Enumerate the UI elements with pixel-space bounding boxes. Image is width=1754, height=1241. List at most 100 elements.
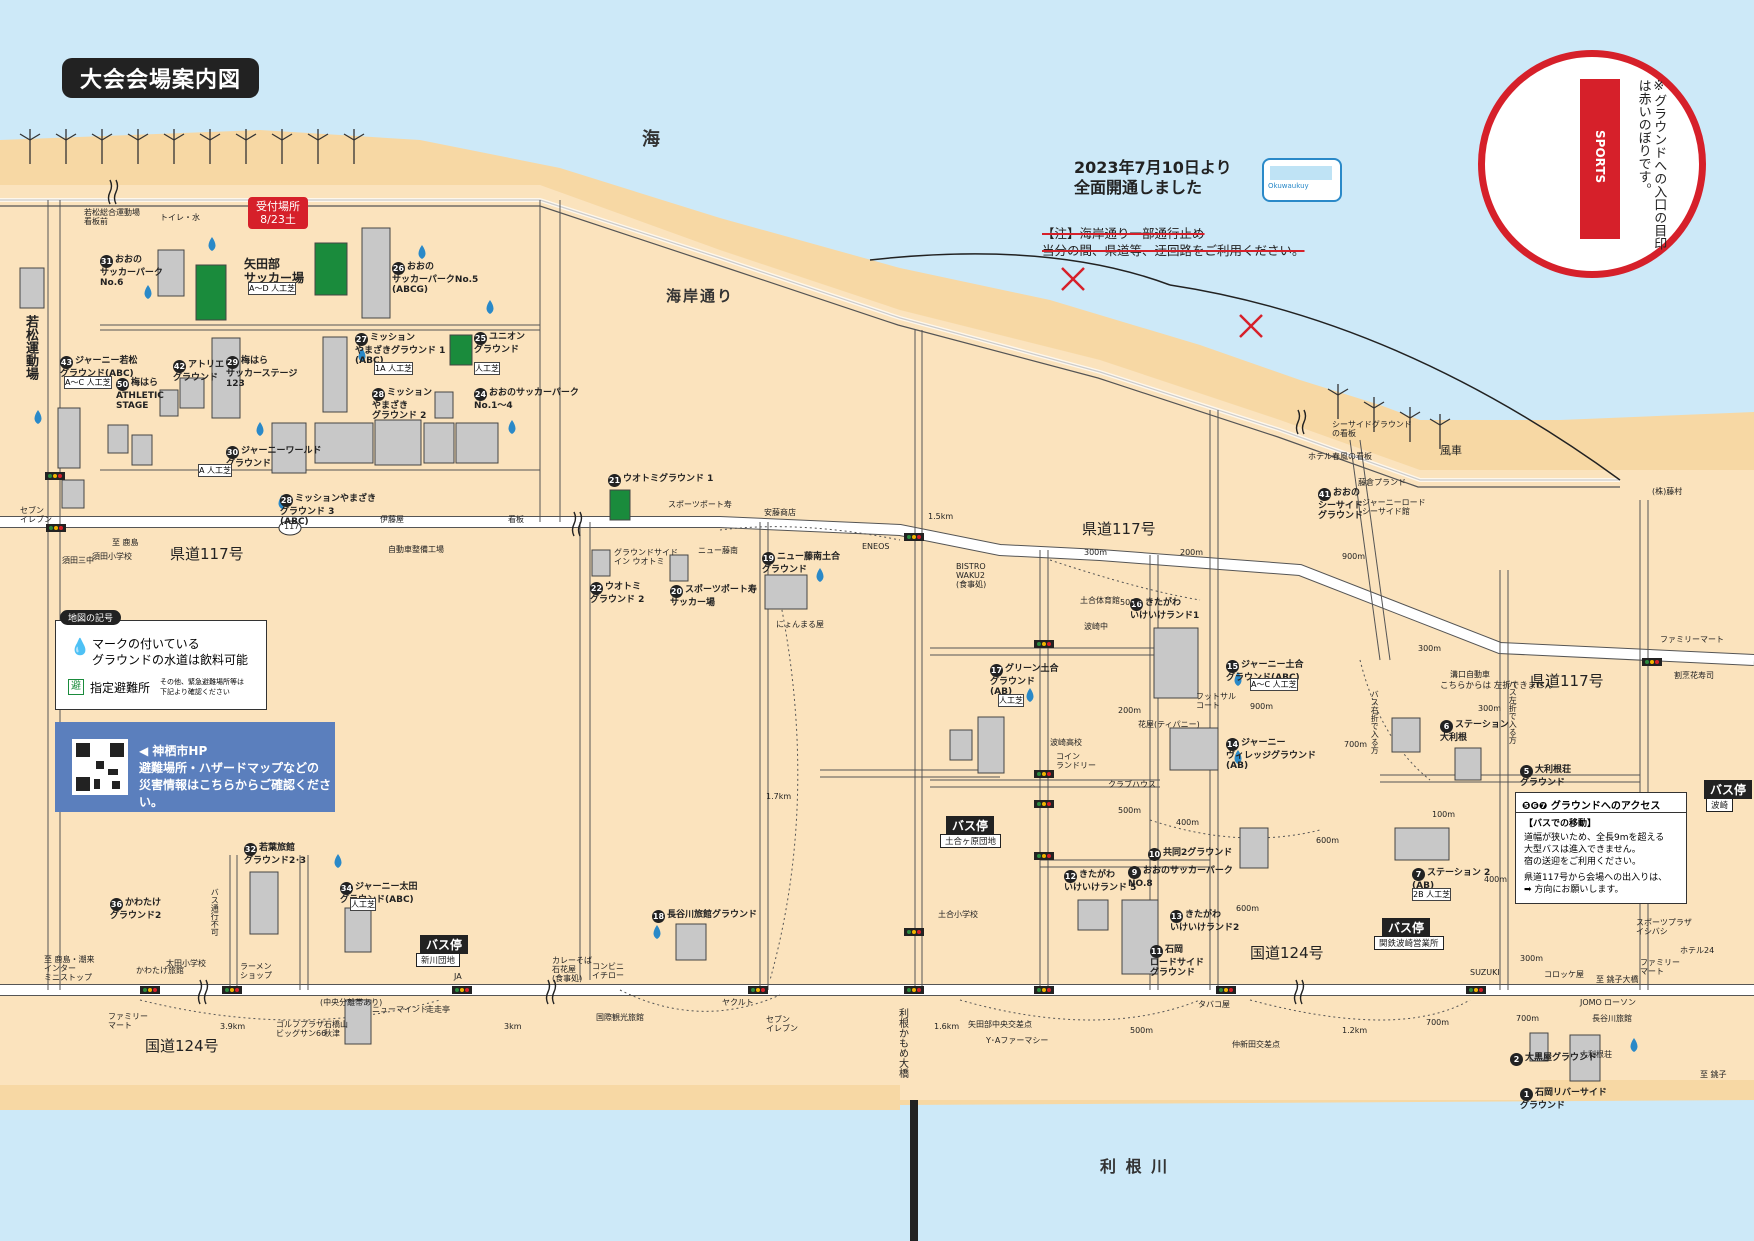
place-label: ヤクルト [722, 998, 754, 1007]
venue-number-badge: 10 [1148, 848, 1161, 861]
closed-road-marker-1 [1061, 267, 1085, 291]
place-label: かわたけ旅館 [136, 966, 184, 975]
venue-number-badge: 6 [1440, 720, 1453, 733]
place-label: 仲新田交差点 [1232, 1040, 1280, 1049]
venue-number-badge: 7 [1412, 868, 1425, 881]
place-label: グラウンドサイド イン ウオトミ [614, 548, 678, 567]
place-label: 大利根荘 [1580, 1050, 1612, 1059]
venue-name: ウオトミ グラウンド 2 [590, 582, 645, 605]
venue-name: ミッション やまざき グラウンド 2 [372, 388, 433, 422]
venue-name: きたがわ いけいけランド1 [1130, 598, 1200, 621]
red-banner: SPORTS MANAGEMENT [1553, 79, 1620, 239]
pref-117-mid-label: 県道117号 [1082, 520, 1156, 538]
place-label: 波崎高校 [1050, 738, 1082, 747]
city-hp-box[interactable]: ◀ 神栖市HP 避難場所・ハザードマップなどの 災害情報はこちらからご確認くださ… [55, 722, 335, 812]
venue-name: ミッションやまざき グラウンド 3 (ABC) [280, 494, 377, 528]
place-label: 太田小学校 [166, 959, 206, 968]
pref-117-east-label: 県道117号 [1530, 672, 1604, 690]
access-line-1: 【バスでの移動】 [1524, 819, 1597, 829]
route-117-number: 117 [284, 522, 300, 531]
venue-name: ウオトミグラウンド 1 [623, 474, 714, 484]
sports-flag-sign: SPORTS MANAGEMENT ※グラウンドへの入口の目印は赤いのぼりです。 [1478, 50, 1706, 278]
windmill-icon [19, 129, 1451, 449]
distance-label: 200m [1118, 706, 1142, 715]
bus-stop-shinkawa: バス停 [420, 935, 469, 954]
place-label: 長谷川旅館 [1592, 1014, 1632, 1023]
venue-name: ジャーニー ヴィレッジグラウンド (AB) [1226, 738, 1317, 772]
venue-number-badge: 15 [1226, 660, 1239, 673]
traffic-light-icon [45, 472, 1662, 994]
place-label: SUZUKI [1470, 968, 1500, 977]
place-label: JOMO [1580, 998, 1602, 1007]
venue-number-badge: 28 [280, 494, 293, 507]
distance-label: 300m [1478, 704, 1502, 713]
distance-label: 900m [1250, 702, 1274, 711]
place-label: 至 銚子 [1700, 1070, 1727, 1079]
qr-code-icon[interactable] [72, 739, 128, 795]
venue-number-badge: 1 [1520, 1088, 1533, 1101]
bus-stop-kantetsu: バス停 [1382, 918, 1431, 937]
note-median: (中央分離帯あり) [320, 998, 383, 1007]
venue-number-badge: 19 [762, 552, 775, 565]
bus-stop-doai: バス停 [946, 816, 995, 835]
place-label: ニューマインド [372, 1005, 428, 1014]
distance-label: 1.2km [1342, 1026, 1368, 1035]
place-label: 自動車整備工場 [388, 545, 444, 554]
warning-line-1: 【注】海岸通り一部通行止め [1042, 226, 1205, 241]
note-bus-none: バス通行不可 [210, 888, 220, 936]
bus-stop-hasaki: バス停 [1704, 780, 1753, 799]
venue-number-badge: 9 [1128, 866, 1141, 879]
badge-yatabe: A～D 人工芝 [248, 282, 297, 295]
venue-name: 長谷川旅館グラウンド [667, 910, 758, 920]
note-turn-left: こちらからは 左折できません [1440, 681, 1553, 691]
venue-name: おおのサッカーパーク No.1～4 [474, 388, 579, 411]
place-label: ホテル24 [1680, 946, 1715, 955]
venue-name: 若葉旅館 グラウンド2･3 [244, 843, 307, 866]
venue-name: アトリエ グラウンド [173, 360, 225, 383]
venue-name: おおのサッカーパーク NO.8 [1128, 866, 1233, 889]
venue-number-badge: 42 [173, 360, 186, 373]
distance-label: 300m [1418, 644, 1442, 653]
route-117-marker [278, 520, 302, 536]
reopening-notice: 2023年7月10日より 全面開通しました [1074, 158, 1232, 198]
venue-number-badge: 30 [226, 446, 239, 459]
distance-label: 300m [1520, 954, 1544, 963]
distance-label: 600m [1236, 904, 1260, 913]
venue-number-badge: 41 [1318, 488, 1331, 501]
distance-label: 200m [1180, 548, 1204, 557]
place-label: スポーツプラザ イシバシ [1636, 918, 1692, 937]
legend-shelter: 指定避難所 [90, 681, 151, 695]
distance-label: 1.6km [934, 1022, 960, 1031]
windmill-label: 風車 [1440, 444, 1462, 457]
place-label: トイレ・水 [160, 213, 200, 222]
venue-number-badge: 28 [372, 388, 385, 401]
water-drop-icon [34, 237, 1638, 1052]
venue-number-badge: 20 [670, 585, 683, 598]
venue-name: スポーツポート寿 サッカー場 [670, 585, 757, 608]
tone-river-label: 利 根 川 [1100, 1157, 1170, 1176]
badge-43: A～C 人工芝 [64, 376, 112, 389]
place-label: ラーメン ショップ [240, 962, 272, 981]
legend-water-2: グラウンドの水道は飲料可能 [92, 653, 249, 667]
place-label: 須田小学校 [92, 552, 132, 561]
place-label: (株)藤村 [1652, 487, 1683, 496]
coast-road-edge-inner [0, 205, 1620, 488]
place-label: クラブハウス [1108, 780, 1156, 789]
venue-number-badge: 50 [116, 378, 129, 391]
place-label: 藤倉プランド [1358, 478, 1406, 487]
place-label: 伊藤屋 [380, 515, 404, 524]
venue-number-badge: 43 [60, 356, 73, 369]
place-label: ホテル春風の看板 [1308, 452, 1372, 461]
